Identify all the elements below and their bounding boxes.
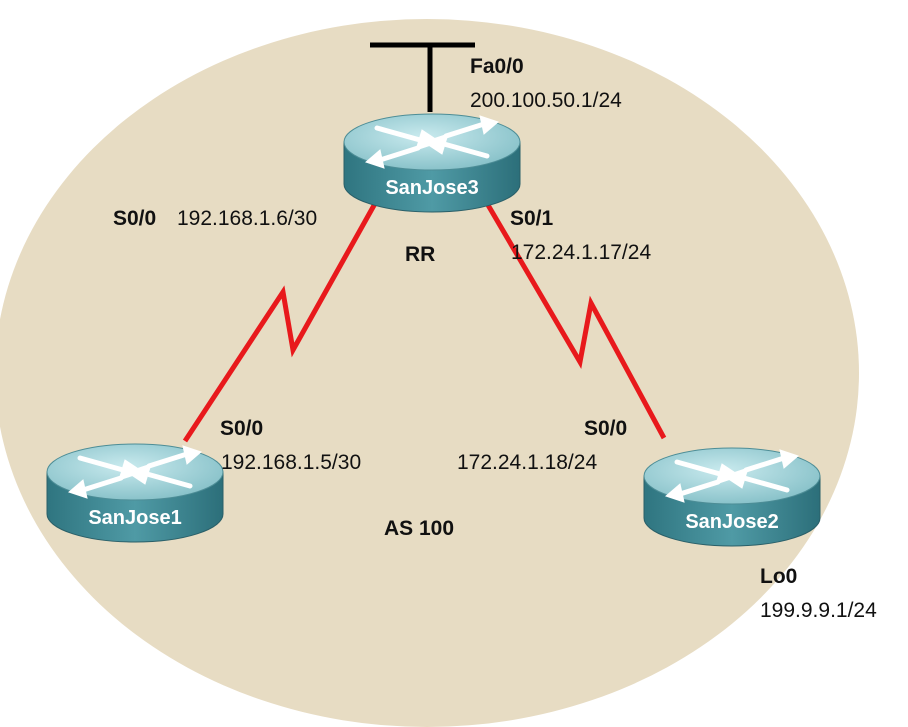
sj3-fa0-0-ip: 200.100.50.1/24	[470, 89, 622, 112]
router-sanjose3: SanJose3	[344, 114, 520, 212]
sj2-lo0-ip: 199.9.9.1/24	[760, 599, 877, 622]
sj1-s0-0-name: S0/0	[220, 417, 264, 440]
router-sanjose1: SanJose1	[47, 444, 223, 542]
sj2-lo0-name: Lo0	[760, 565, 798, 588]
fa0-0-lan-segment	[370, 42, 475, 112]
sj2-s0-0-name: S0/0	[584, 417, 628, 440]
serial-link-sanjose3-sanjose2	[485, 203, 667, 440]
router-sanjose2-label: SanJose2	[685, 511, 778, 533]
sj3-fa0-0-name: Fa0/0	[470, 55, 524, 78]
sj3-s0-1-name: S0/1	[510, 207, 554, 230]
sj1-s0-0-ip: 192.168.1.5/30	[221, 451, 362, 474]
sj3-s0-0-name: S0/0	[113, 207, 157, 230]
router-sanjose3-label: SanJose3	[385, 177, 478, 199]
sj3-s0-0-ip: 192.168.1.6/30	[177, 207, 318, 230]
sj2-s0-0-ip: 172.24.1.18/24	[457, 451, 598, 474]
serial-link-sanjose3-sanjose1	[182, 198, 380, 443]
router-sanjose1-label: SanJose1	[88, 507, 181, 529]
sj3-s0-1-ip: 172.24.1.17/24	[511, 241, 652, 264]
route-reflector-label: RR	[405, 243, 436, 266]
router-sanjose2: SanJose2	[644, 448, 820, 546]
as-100-region	[0, 19, 859, 727]
as-number-label: AS 100	[384, 517, 455, 540]
